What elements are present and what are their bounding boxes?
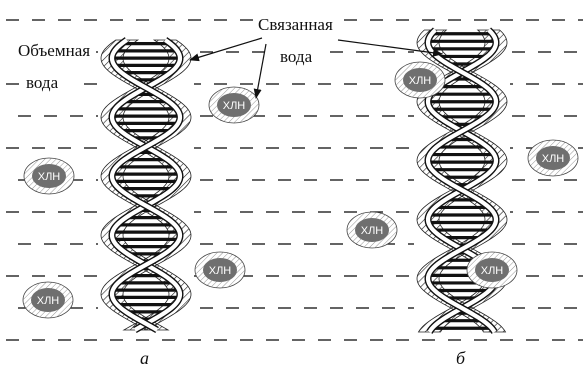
particle-xln: ХЛН — [208, 86, 260, 124]
particle-label: ХЛН — [542, 153, 565, 165]
particle-xln: ХЛН — [194, 251, 246, 289]
bulk-water-label-bg2 — [22, 70, 72, 92]
arrow-to-helix-b — [337, 39, 443, 57]
particle-label: ХЛН — [209, 265, 232, 277]
particle-label: ХЛН — [361, 225, 384, 237]
dna-helix-a — [98, 37, 194, 334]
dna-strand — [109, 38, 183, 332]
particle-xln: ХЛН — [346, 211, 398, 249]
particle-label: ХЛН — [223, 100, 246, 112]
particle-core — [536, 146, 570, 170]
particle-core — [32, 164, 66, 188]
particle-core — [403, 68, 437, 92]
bulk-water-label-bg — [12, 38, 88, 60]
bound-water-shell — [416, 29, 508, 333]
arrow-to-helix-a — [189, 37, 263, 62]
particle-xln: ХЛН — [23, 157, 75, 195]
bound-water-label-bg — [256, 12, 342, 34]
panel-label-b: б — [456, 348, 466, 368]
particle-label: ХЛН — [37, 295, 60, 307]
particle-core — [203, 258, 237, 282]
particle-label: ХЛН — [481, 265, 504, 277]
bound-water-label-line2: вода — [280, 47, 313, 66]
particle-core — [355, 218, 389, 242]
particle-xln: ХЛН — [466, 251, 518, 289]
particle-xln: ХЛН — [394, 61, 446, 99]
particle-label: ХЛН — [409, 75, 432, 87]
bulk-water-label-line1: Объемная — [18, 41, 90, 60]
particle-core — [217, 93, 251, 117]
particles-group: ХЛН ХЛН ХЛН ХЛН ХЛН ХЛН ХЛН ХЛН — [22, 61, 579, 319]
bulk-water-label-line2: вода — [26, 73, 59, 92]
dna-strand — [425, 28, 499, 334]
arrow-to-particle — [253, 43, 267, 99]
particle-label: ХЛН — [38, 171, 61, 183]
bound-water-label-bg2 — [276, 44, 326, 66]
particle-core — [31, 288, 65, 312]
panel-label-a: а — [140, 348, 149, 368]
particle-core — [475, 258, 509, 282]
bound-water-label-line1: Связанная — [258, 15, 333, 34]
particle-xln: ХЛН — [22, 281, 74, 319]
particle-xln: ХЛН — [527, 139, 579, 177]
